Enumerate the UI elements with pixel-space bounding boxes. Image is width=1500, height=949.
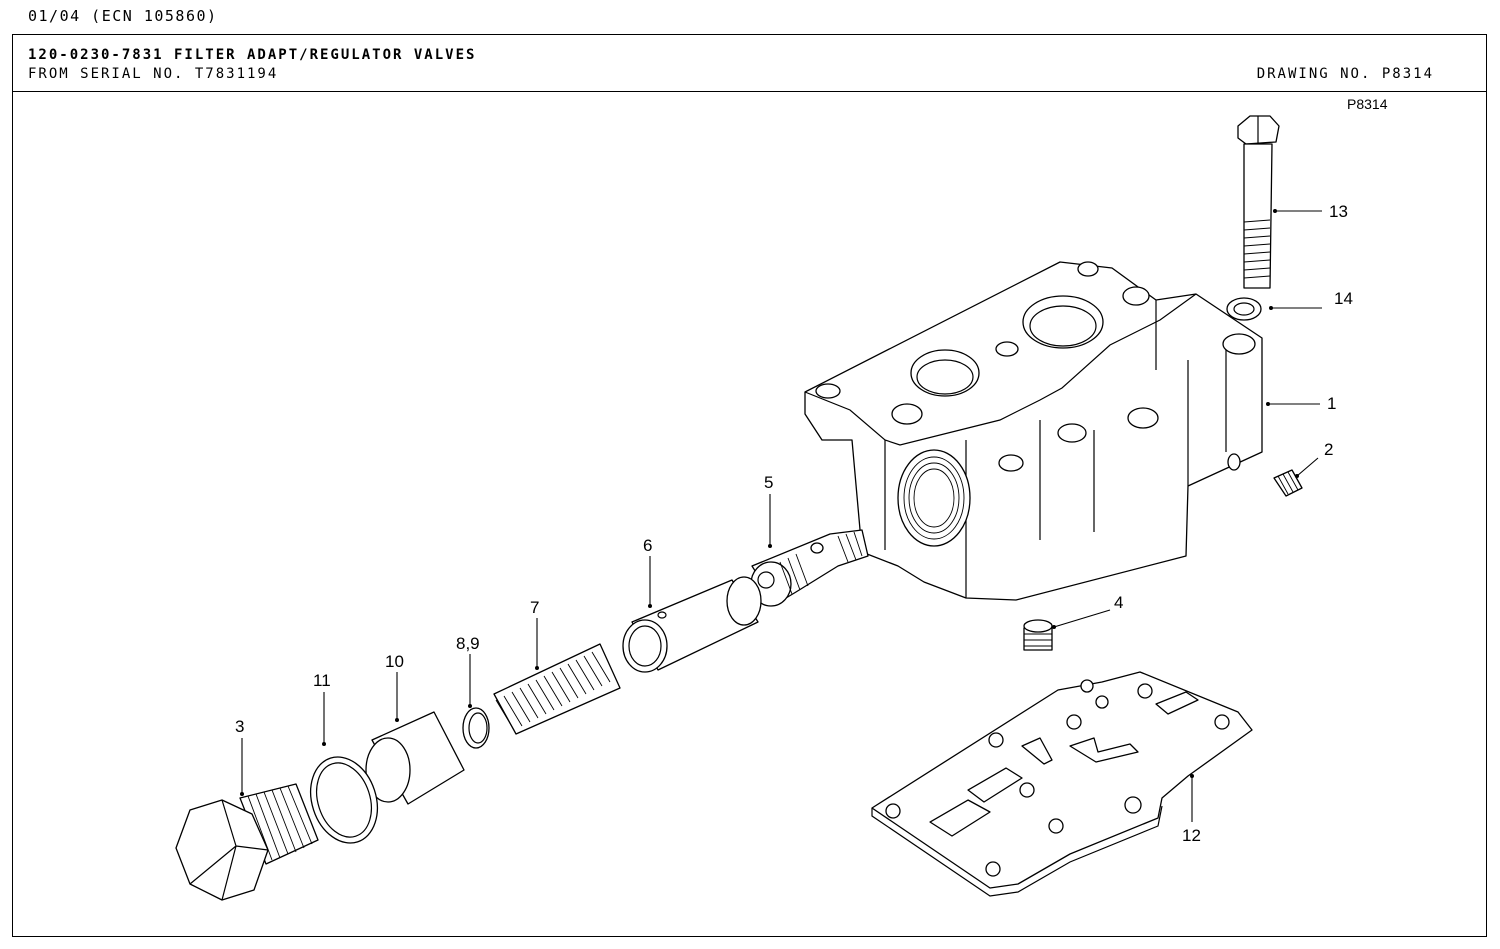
callout-10: 10 (385, 652, 404, 671)
callout-7: 7 (530, 598, 539, 617)
drawing-ref-label: P8314 (1347, 96, 1388, 112)
part-12-gasket[interactable] (871, 671, 1253, 897)
part-2-plug[interactable] (1273, 469, 1303, 497)
date-ecn-line: 01/04 (ECN 105860) (28, 7, 218, 25)
serial-number: FROM SERIAL NO. T7831194 (28, 66, 279, 82)
part-11-o-ring[interactable] (300, 748, 388, 851)
drawing-frame: 120-0230-7831 FILTER ADAPT/REGULATOR VAL… (12, 34, 1487, 937)
part-6-sleeve[interactable] (622, 576, 762, 673)
part-13-bolt[interactable] (1237, 115, 1280, 289)
part-10-cup[interactable] (365, 711, 465, 805)
part-4-plug[interactable] (1023, 619, 1053, 651)
title-block: 120-0230-7831 FILTER ADAPT/REGULATOR VAL… (13, 35, 1486, 92)
callout-14: 14 (1334, 289, 1353, 308)
callout-2: 2 (1324, 440, 1333, 459)
callout-12: 12 (1182, 826, 1201, 845)
callout-11: 11 (313, 671, 331, 690)
page-title: 120-0230-7831 FILTER ADAPT/REGULATOR VAL… (28, 47, 477, 63)
callout-6: 6 (643, 536, 652, 555)
part-14-washer[interactable] (1226, 297, 1262, 321)
part-7-spring[interactable] (493, 643, 621, 735)
part-8-9-ring[interactable] (462, 707, 490, 749)
drawing-number: DRAWING NO. P8314 (1256, 66, 1434, 82)
callout-3: 3 (235, 717, 244, 736)
part-3-hex-plug[interactable] (175, 783, 319, 901)
part-5-valve-fitting[interactable] (750, 529, 869, 607)
callout-1: 1 (1327, 394, 1336, 413)
callout-5: 5 (764, 473, 773, 492)
callout-8-9: 8,9 (456, 634, 480, 653)
leader-lines (240, 209, 1322, 822)
part-1-housing[interactable] (804, 261, 1263, 601)
callout-labels: 13 14 1 2 4 5 6 7 8,9 10 11 3 12 (235, 202, 1353, 845)
callout-4: 4 (1114, 593, 1123, 612)
callout-13: 13 (1329, 202, 1348, 221)
